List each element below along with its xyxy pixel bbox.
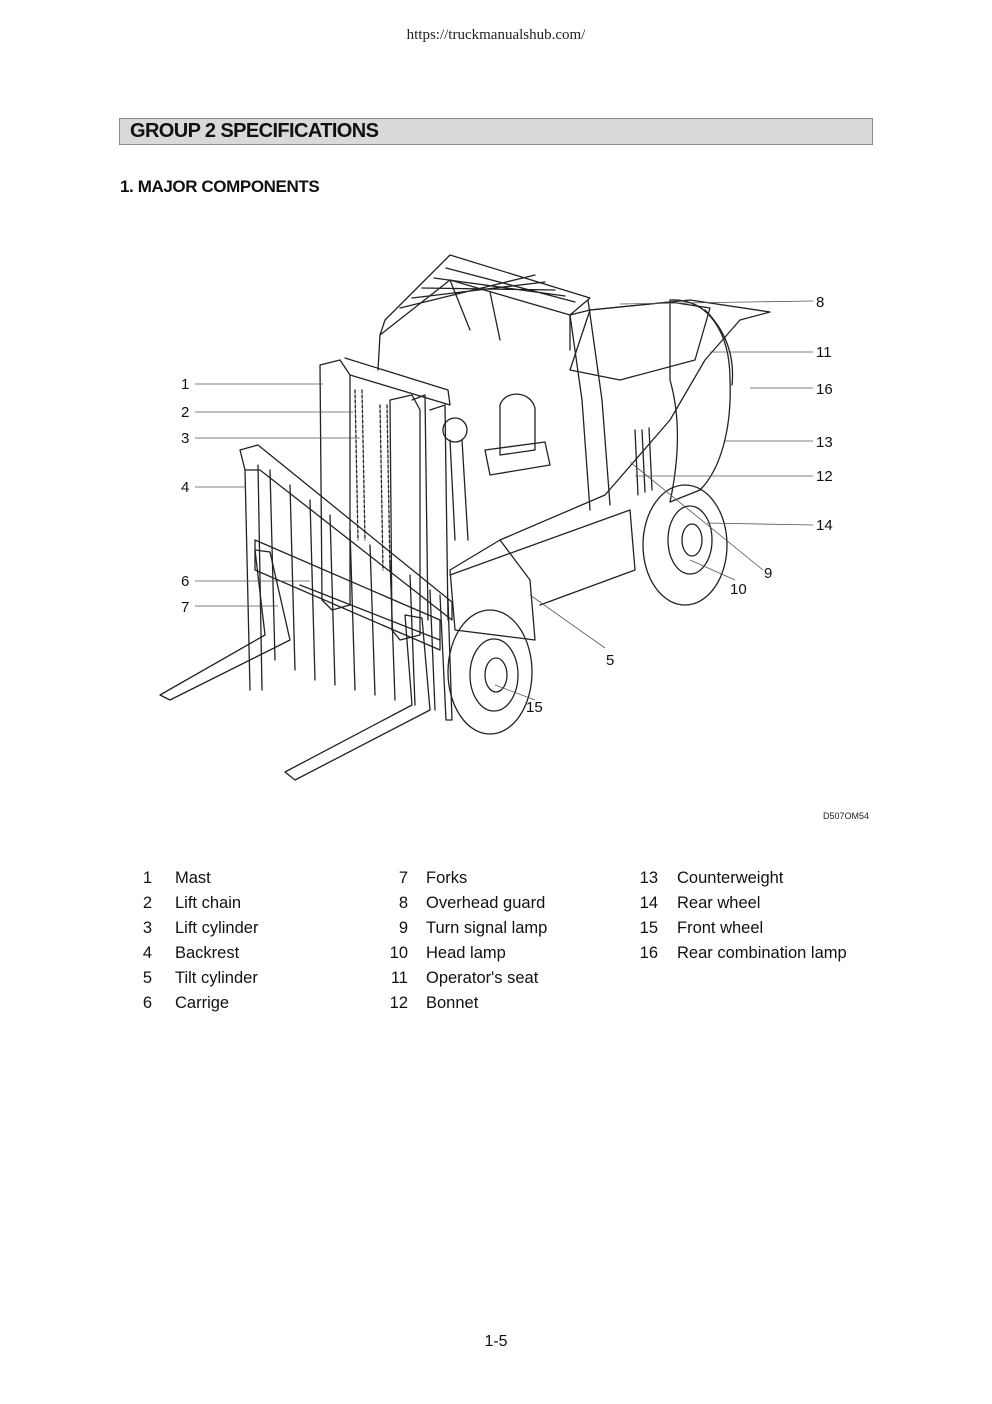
rear-wheel	[642, 484, 728, 606]
callout-13: 13	[816, 434, 833, 451]
forks-right	[284, 614, 431, 781]
callout-5: 5	[606, 652, 614, 669]
callout-3: 3	[181, 430, 189, 447]
section-title: 1. MAJOR COMPONENTS	[120, 177, 320, 196]
front-wheel	[447, 609, 533, 735]
callout-15: 15	[526, 699, 543, 716]
page-number: 1-5	[484, 1333, 508, 1350]
callout-4: 4	[181, 479, 189, 496]
callout-1: 1	[181, 376, 189, 393]
group-title: GROUP 2 SPECIFICATIONS	[130, 120, 379, 142]
callout-16: 16	[816, 381, 833, 398]
lift-chain	[354, 389, 366, 541]
counterweight	[669, 299, 731, 503]
callout-8: 8	[816, 294, 824, 311]
callout-10: 10	[730, 581, 747, 598]
callout-11: 11	[816, 344, 832, 361]
forklift-illustration: 1 2 3 4 5 6 7 8 9 10 11 12 13 14 15 16	[159, 254, 833, 781]
callout-2: 2	[181, 404, 189, 421]
figure-code: D507OM54	[822, 811, 869, 821]
callout-12: 12	[816, 468, 833, 485]
forks-left	[159, 549, 291, 701]
group-heading-bar: GROUP 2 SPECIFICATIONS	[119, 118, 873, 145]
header-url: https://truckmanualshub.com/	[406, 27, 586, 43]
carriage	[254, 539, 441, 651]
component-legend: 1 Mast 2 Lift chain 3 Lift cylinder 4 Ba…	[142, 869, 847, 1012]
body-outline	[449, 299, 771, 571]
callout-6: 6	[181, 573, 189, 590]
callout-14: 14	[816, 517, 833, 534]
leader-lines	[195, 300, 814, 701]
bonnet	[569, 301, 711, 381]
forklift-diagram: 1 2 3 4 5 6 7 8 9 10 11 12 13 14 15 16	[150, 240, 870, 800]
callout-7: 7	[181, 599, 189, 616]
mast	[319, 359, 351, 611]
callout-9: 9	[764, 565, 772, 582]
